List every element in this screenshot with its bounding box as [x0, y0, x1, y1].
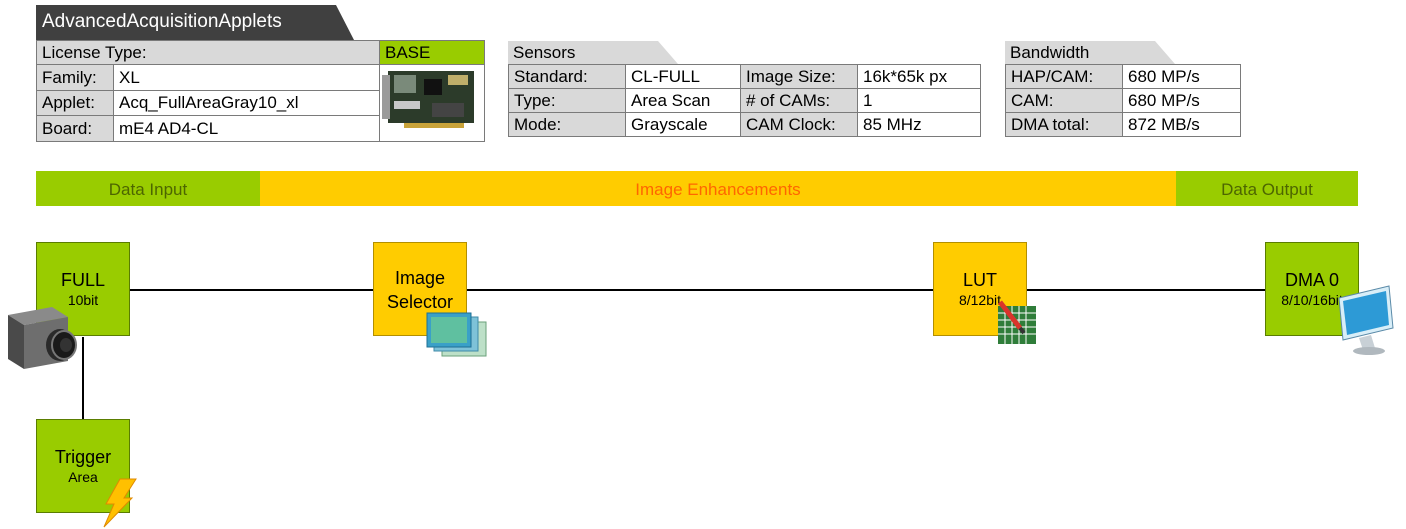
bandwidth-tab-shape — [1005, 41, 1175, 64]
title-text: AdvancedAcquisitionApplets — [42, 11, 282, 32]
camera-icon — [8, 307, 77, 369]
stage-data-input: Data Input — [36, 171, 260, 206]
monitor-icon — [1338, 285, 1394, 355]
lut-block-title: LUT — [962, 270, 997, 290]
lightning-icon — [103, 478, 137, 528]
sensors-header-text: Sensors — [513, 43, 576, 62]
cam-label: CAM: — [1005, 88, 1123, 113]
camera-block-bits: 10bit — [67, 292, 99, 308]
standard-label: Standard: — [508, 64, 626, 89]
license-type-label: License Type: — [36, 40, 380, 65]
dma-total-value: 872 MB/s — [1122, 112, 1241, 137]
mode-label: Mode: — [508, 112, 626, 137]
cam-clock-value: 85 MHz — [857, 112, 981, 137]
stage-data-output: Data Output — [1176, 171, 1358, 206]
data-flow-line — [130, 289, 1265, 291]
applet-label: Applet: — [36, 89, 114, 117]
license-type-value: BASE — [379, 40, 485, 65]
image-selector-title-line2: Selector — [386, 292, 454, 312]
trigger-block-title: Trigger — [54, 447, 112, 467]
applet-category-title: AdvancedAcquisitionApplets — [36, 5, 354, 40]
cam-clock-label: CAM Clock: — [740, 112, 858, 137]
lut-grid-icon — [998, 300, 1036, 344]
sensors-tab-shape — [508, 41, 678, 64]
camera-block-title: FULL — [60, 270, 105, 290]
image-selector-title-line1: Image — [394, 268, 446, 288]
title-tab-shape — [36, 5, 354, 40]
bandwidth-header-text: Bandwidth — [1010, 43, 1090, 62]
lut-block-bits: 8/12bit — [958, 292, 1002, 308]
board-photo-cell — [379, 64, 485, 142]
type-value: Area Scan — [625, 88, 741, 113]
family-label: Family: — [36, 64, 114, 91]
mode-value: Grayscale — [625, 112, 741, 137]
image-size-value: 16k*65k px — [857, 64, 981, 89]
bandwidth-header: Bandwidth — [1005, 41, 1175, 64]
board-photo-icon — [382, 71, 474, 128]
applet-value: Acq_FullAreaGray10_xl — [113, 89, 380, 117]
cam-value: 680 MP/s — [1122, 88, 1241, 113]
board-value: mE4 AD4-CL — [113, 115, 380, 142]
cams-value: 1 — [857, 88, 981, 113]
stage-image-enhancements: Image Enhancements — [260, 171, 1176, 206]
cams-label: # of CAMs: — [740, 88, 858, 113]
board-label: Board: — [36, 115, 114, 142]
bandwidth-table: HAP/CAM: 680 MP/s CAM: 680 MP/s DMA tota… — [1005, 64, 1241, 137]
image-stack-icon — [426, 312, 487, 357]
family-value: XL — [113, 64, 380, 91]
standard-value: CL-FULL — [625, 64, 741, 89]
type-label: Type: — [508, 88, 626, 113]
license-table: License Type: BASE Family: XL Applet: Ac… — [36, 40, 485, 142]
image-size-label: Image Size: — [740, 64, 858, 89]
sensors-header: Sensors — [508, 41, 678, 64]
dma-total-label: DMA total: — [1005, 112, 1123, 137]
dma-block-title: DMA 0 — [1284, 270, 1340, 290]
hap-cam-label: HAP/CAM: — [1005, 64, 1123, 89]
sensors-table: Standard: CL-FULL Image Size: 16k*65k px… — [508, 64, 981, 137]
trigger-connection-line — [82, 337, 84, 420]
hap-cam-value: 680 MP/s — [1122, 64, 1241, 89]
dma-block-bits: 8/10/16bit — [1281, 292, 1343, 308]
trigger-block-mode: Area — [68, 469, 98, 485]
